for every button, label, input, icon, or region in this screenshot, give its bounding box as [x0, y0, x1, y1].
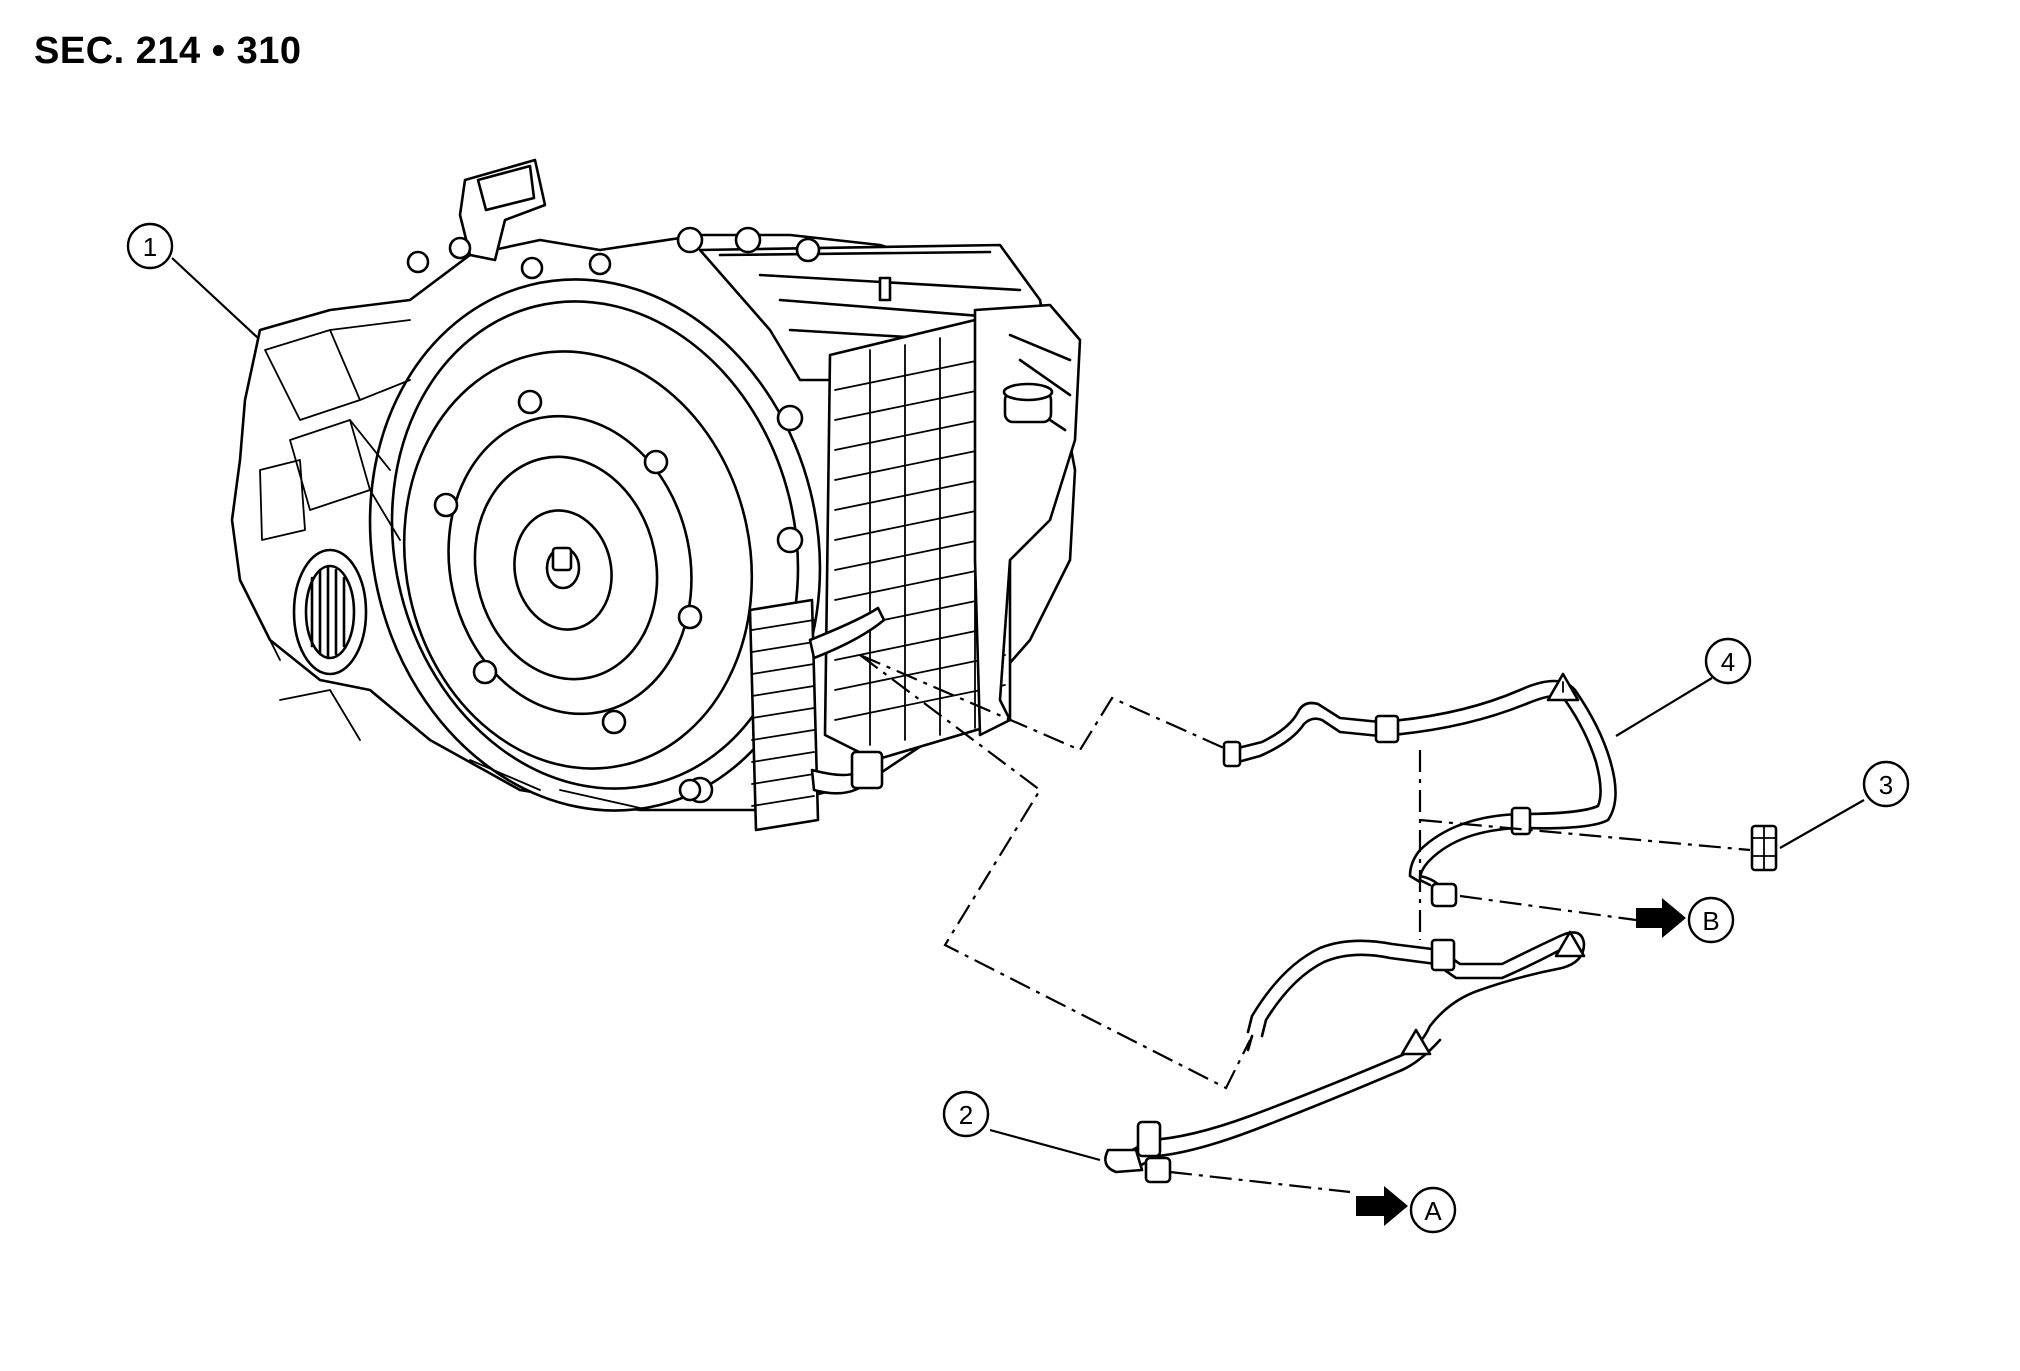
- callout-4: 4: [1704, 637, 1752, 685]
- reference-arrow-A: [1356, 1186, 1408, 1226]
- oil-pan-ribs: [834, 329, 1006, 746]
- section-title: SEC. 214 • 310: [34, 30, 302, 72]
- callout-2: 2: [942, 1090, 990, 1138]
- reference-A: A: [1409, 1186, 1457, 1234]
- reference-B: B: [1687, 896, 1735, 944]
- fluid-cooler-hose-upper: [1222, 672, 1617, 908]
- reference-arrow-B: [1636, 898, 1686, 938]
- leader-4: [1615, 677, 1713, 737]
- callout-1: 1: [126, 222, 174, 270]
- callout-3: 3: [1862, 760, 1910, 808]
- callout-2-label: 2: [959, 1100, 973, 1130]
- callout-1-label: 1: [143, 232, 157, 262]
- converter-studs: [433, 389, 703, 735]
- fluid-cooler-hose-lower: [1104, 930, 1586, 1184]
- clip: [1750, 824, 1778, 872]
- leader-2: [989, 1128, 1101, 1162]
- assembly-lines: [859, 653, 1751, 1194]
- transaxle-assembly: [230, 158, 1082, 832]
- leader-3: [1779, 799, 1865, 849]
- reference-B-label: B: [1702, 906, 1719, 936]
- reference-A-label: A: [1424, 1196, 1442, 1226]
- callout-4-label: 4: [1721, 647, 1735, 677]
- leader-1: [171, 257, 259, 339]
- callout-3-label: 3: [1879, 770, 1893, 800]
